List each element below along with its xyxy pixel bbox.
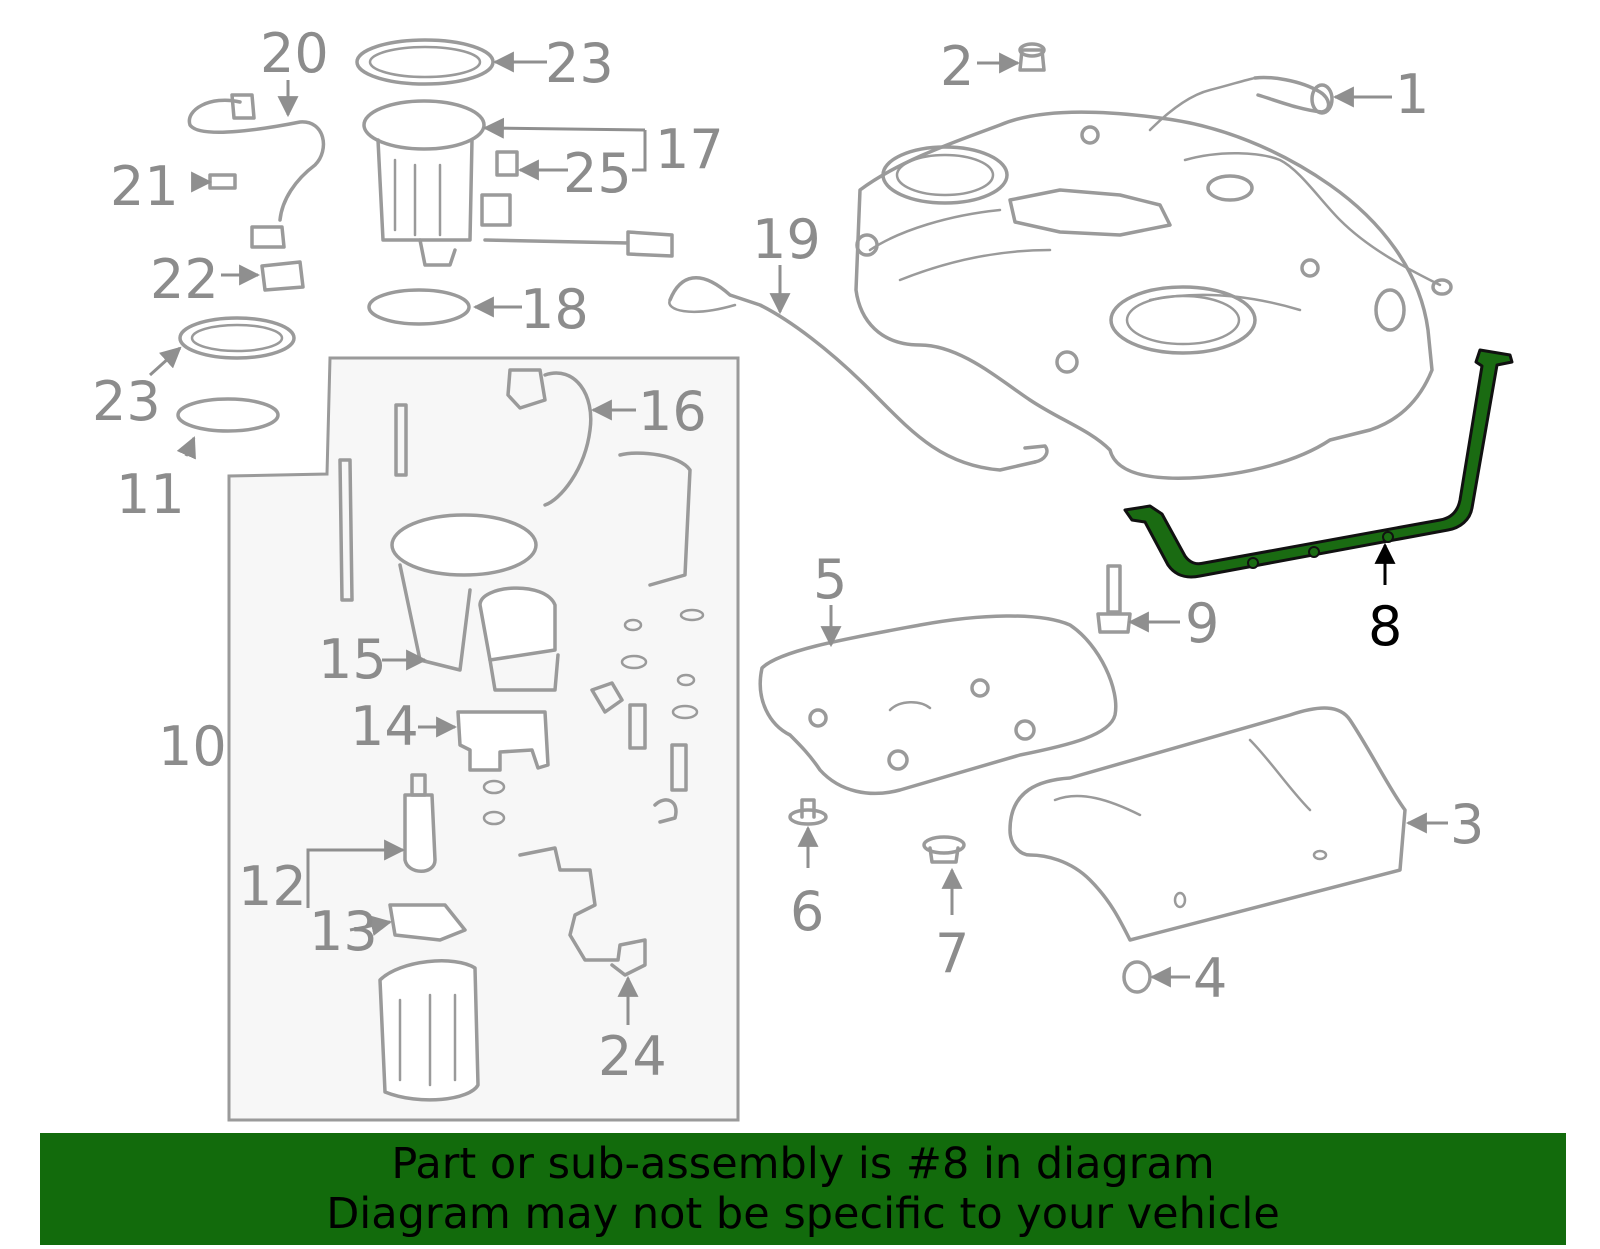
part-15-pump-body xyxy=(390,513,560,692)
callout-7: 7 xyxy=(935,922,969,985)
callout-8: 8 xyxy=(1368,595,1402,658)
callout-17: 17 xyxy=(655,118,724,181)
banner-line-part-number: Part or sub-assembly is #8 in diagram xyxy=(391,1139,1215,1189)
part-9-bolt xyxy=(1096,564,1132,634)
part-12-pump-motor xyxy=(403,773,437,873)
part-7-nut xyxy=(922,835,966,864)
part-4-ring xyxy=(1122,960,1152,994)
callout-9: 9 xyxy=(1185,592,1219,655)
part-11-gasket xyxy=(176,397,280,433)
pump-small-parts xyxy=(338,403,705,826)
part-18-gasket xyxy=(367,288,471,326)
callout-12: 12 xyxy=(238,855,307,918)
part-19-hose xyxy=(668,276,1049,472)
part-14-bracket xyxy=(456,710,550,772)
footer-banner: Part or sub-assembly is #8 in diagram Di… xyxy=(40,1133,1566,1245)
part-6-clip xyxy=(788,798,828,826)
callout-10: 10 xyxy=(158,715,227,778)
part-24-sender-arm xyxy=(518,846,647,977)
part-13-filter xyxy=(388,903,467,942)
callout-5: 5 xyxy=(813,548,847,611)
callout-14: 14 xyxy=(350,695,419,758)
part-5-protector xyxy=(758,614,1118,796)
callout-23-top: 23 xyxy=(545,32,614,95)
part-3-heat-shield xyxy=(1008,706,1407,942)
fuel-pump-bucket xyxy=(378,959,480,1102)
banner-line-disclaimer: Diagram may not be specific to your vehi… xyxy=(326,1189,1280,1239)
part-23-lock-ring-left xyxy=(178,316,296,360)
callout-6: 6 xyxy=(790,880,824,943)
callout-11: 11 xyxy=(116,463,185,526)
part-8-tank-strap xyxy=(1123,348,1514,579)
callout-22: 22 xyxy=(150,248,219,311)
part-21-clip xyxy=(208,173,237,190)
callout-2: 2 xyxy=(940,35,974,98)
callout-13: 13 xyxy=(309,900,378,963)
callout-18: 18 xyxy=(520,278,589,341)
callout-3: 3 xyxy=(1450,793,1484,856)
leader-lines xyxy=(148,51,1448,1025)
part-23-lock-ring-top xyxy=(355,38,495,86)
part-20-harness xyxy=(187,93,326,249)
callout-19: 19 xyxy=(752,208,821,271)
callout-25: 25 xyxy=(563,142,632,205)
callout-15: 15 xyxy=(318,628,387,691)
callout-21: 21 xyxy=(110,155,179,218)
callout-23-left: 23 xyxy=(92,370,161,433)
fuel-tank xyxy=(854,75,1453,480)
callout-4: 4 xyxy=(1193,947,1227,1010)
callout-16: 16 xyxy=(638,380,707,443)
part-22-connector xyxy=(260,260,305,292)
callout-20: 20 xyxy=(260,22,329,85)
part-16-harness xyxy=(506,368,593,507)
callout-1: 1 xyxy=(1395,63,1429,126)
part-2-grommet xyxy=(1018,42,1046,72)
callout-24: 24 xyxy=(598,1025,667,1088)
